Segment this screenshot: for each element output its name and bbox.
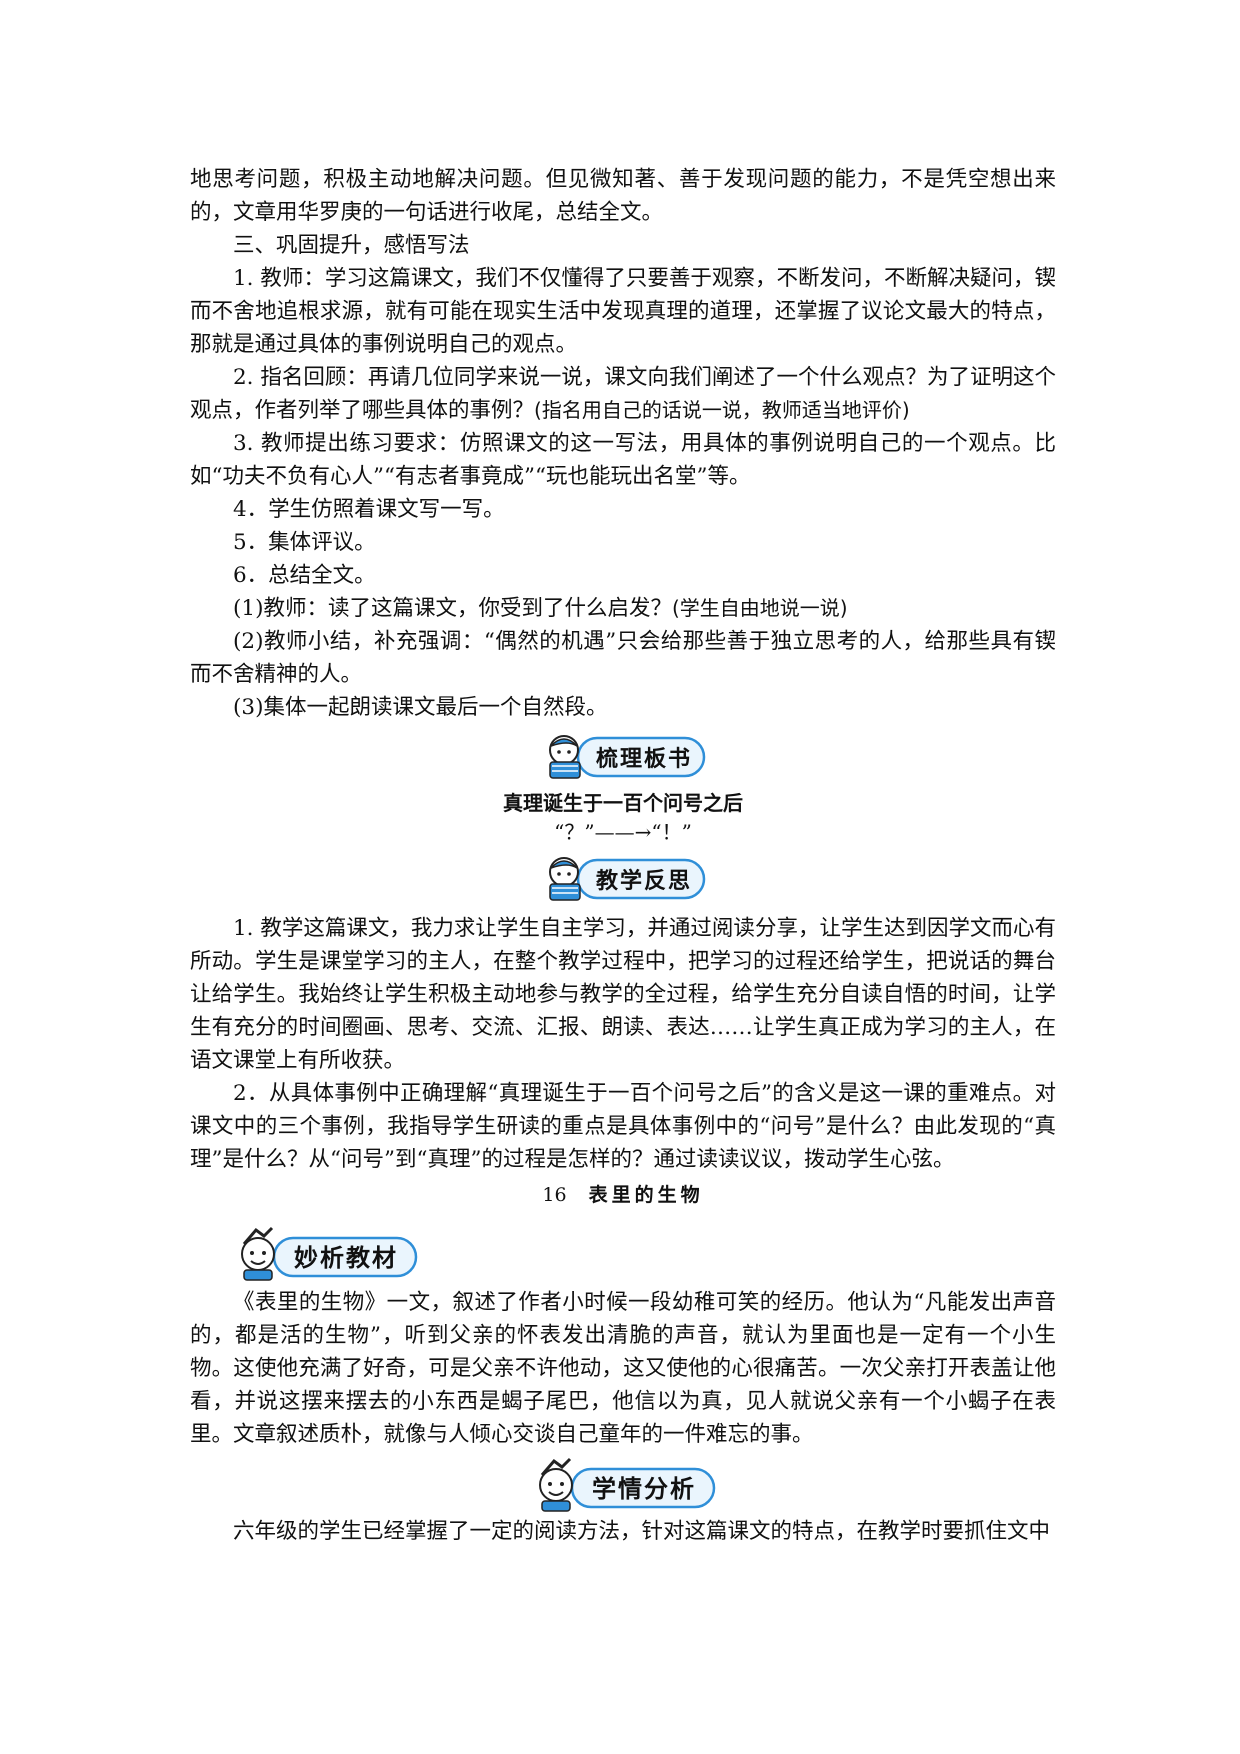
step-2-note: (指名用自己的话说一说，教师适当地评价): [534, 398, 910, 422]
substep-2: (2)教师小结，补充强调：“偶然的机遇”只会给那些善于独立思考的人，给那些具有锲…: [190, 629, 1056, 687]
reflection-1: 1. 教学这篇课文，我力求让学生自主学习，并通过阅读分享，让学生达到因学文而心有…: [190, 916, 1056, 1073]
lesson-title: 16 表里的生物: [190, 1178, 1056, 1212]
badge-label: 学情分析: [592, 1475, 696, 1503]
student-reading-icon: [549, 735, 706, 779]
substep-1-note: (学生自由地说一说): [671, 596, 848, 620]
lesson-number: 16: [542, 1184, 567, 1206]
badge-label: 梳理板书: [596, 747, 693, 772]
step-3: 3. 教师提出练习要求：仿照课文的这一写法，用具体的事例说明自己的一个观点。比如…: [190, 431, 1056, 489]
step-2: 2. 指名回顾：再请几位同学来说一说，课文向我们阐述了一个什么观点？为了证明这个…: [190, 361, 1056, 427]
substep-1: (1)教师：读了这篇课文，你受到了什么启发？(学生自由地说一说): [190, 592, 1056, 625]
cartoon-kid-icon: [539, 1457, 716, 1512]
step-5: 5．集体评议。: [233, 530, 376, 555]
step-4: 4．学生仿照着课文写一写。: [233, 497, 505, 522]
student-reading-icon: [549, 857, 706, 901]
substep-3: (3)集体一起朗读课文最后一个自然段。: [233, 695, 608, 720]
board-summary-badge: 梳理板书: [538, 730, 708, 782]
reflection-2: 2．从具体事例中正确理解“真理诞生于一百个问号之后”的含义是这一课的重难点。对课…: [190, 1081, 1056, 1172]
badge-label: 妙析教材: [294, 1244, 398, 1272]
paragraph-intro: 地思考问题，积极主动地解决问题。但见微知著、善于发现问题的能力，不是凭空想出来的…: [190, 167, 1056, 225]
page-content: 地思考问题，积极主动地解决问题。但见微知著、善于发现问题的能力，不是凭空想出来的…: [190, 163, 1056, 1548]
lesson-name: 表里的生物: [588, 1184, 704, 1206]
section-heading: 三、巩固提升，感悟写法: [233, 233, 470, 258]
board-formula: “？”——→“！”: [554, 820, 692, 844]
student-analysis-text: 六年级的学生已经掌握了一定的阅读方法，针对这篇课文的特点，在教学时要抓住文中: [233, 1519, 1051, 1544]
substep-1-text: (1)教师：读了这篇课文，你受到了什么启发？: [233, 596, 672, 621]
textbook-analysis-badge: 妙析教材: [230, 1226, 420, 1281]
step-1: 1. 教师：学习这篇课文，我们不仅懂得了只要善于观察，不断发问，不断解决疑问，锲…: [190, 266, 1056, 357]
student-analysis-badge: 学情分析: [528, 1457, 718, 1512]
badge-label: 教学反思: [596, 869, 693, 894]
step-6: 6．总结全文。: [233, 563, 376, 588]
step-2-text: 2. 指名回顾：再请几位同学来说一说，课文向我们阐述了一个什么观点？为了证明这个…: [190, 365, 1056, 423]
board-title: 真理诞生于一百个问号之后: [503, 791, 743, 815]
textbook-analysis-text: 《表里的生物》一文，叙述了作者小时候一段幼稚可笑的经历。他认为“凡能发出声音的，…: [190, 1290, 1056, 1447]
teaching-reflection-badge: 教学反思: [538, 852, 708, 904]
cartoon-kid-icon: [241, 1226, 418, 1281]
